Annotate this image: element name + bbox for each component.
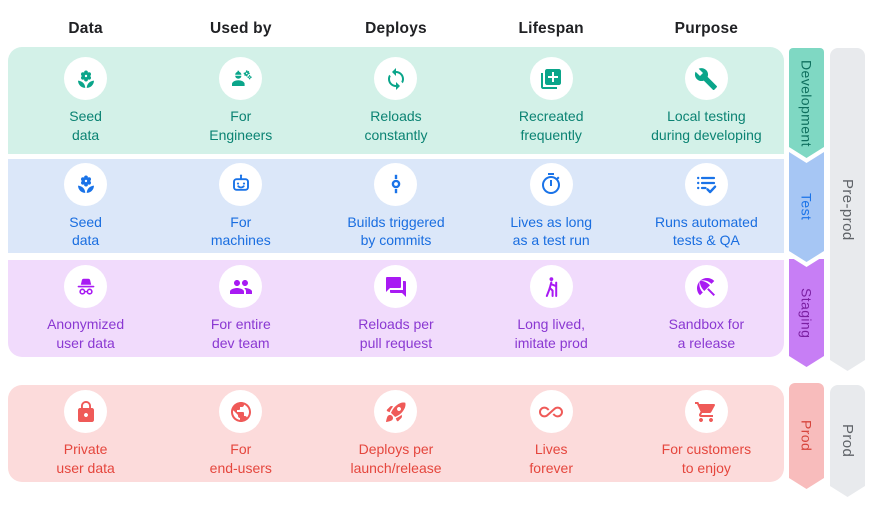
cell-staging-lifespan: Long lived, imitate prod [474, 260, 629, 357]
cell-label: Deploys per launch/release [350, 441, 442, 476]
cell-development-deploys: Reloads constantly [318, 47, 473, 154]
wrench-icon [684, 57, 728, 101]
cell-test-lifespan: Lives as long as a test run [474, 159, 629, 253]
seed-icon [64, 162, 108, 206]
cell-test-data: Seed data [8, 159, 163, 253]
library-add-icon [529, 57, 573, 101]
row-staging: Anonymized user data For entire dev team… [8, 260, 784, 357]
cell-staging-deploys: Reloads per pull request [318, 260, 473, 357]
tab-prod: Prod [789, 383, 824, 494]
cell-development-lifespan: Recreated frequently [474, 47, 629, 154]
cell-test-purpose: Runs automated tests & QA [629, 159, 784, 253]
cart-icon [684, 390, 728, 434]
seed-icon [64, 57, 108, 101]
tab-development: Development [789, 48, 824, 163]
tab-label: Development [798, 59, 815, 147]
cell-label: For Engineers [209, 108, 273, 143]
col-header-purpose: Purpose [674, 20, 739, 37]
group-label: Prod [839, 424, 856, 458]
tab-test: Test [789, 152, 824, 267]
group-prod: Prod [830, 385, 865, 497]
cell-label: Reloads per pull request [358, 316, 434, 351]
group-pre-prod: Pre-prod [830, 48, 865, 371]
timer-icon [529, 162, 573, 206]
cell-prod-lifespan: Lives forever [474, 385, 629, 482]
col-header-deploys: Deploys [365, 20, 427, 37]
tab-staging: Staging [789, 259, 824, 372]
cell-staging-used-by: For entire dev team [163, 260, 318, 357]
col-header-used-by: Used by [209, 20, 272, 37]
hiking-icon [529, 265, 573, 309]
cell-test-used-by: For machines [163, 159, 318, 253]
cell-label: Seed data [69, 108, 102, 143]
cell-label: For customers to enjoy [661, 441, 752, 476]
cell-label: Builds triggered by commits [347, 213, 445, 248]
sync-icon [374, 57, 418, 101]
forum-icon [374, 265, 418, 309]
cell-label: Recreated frequently [518, 108, 584, 143]
cell-label: Long lived, imitate prod [514, 316, 588, 351]
row-development: Seed data For Engineers Reloads constant… [8, 47, 784, 154]
cell-label: For end-users [209, 441, 272, 476]
tab-label: Prod [798, 420, 815, 452]
row-prod: Private user data For end-users Deploys … [8, 385, 784, 482]
cell-development-used-by: For Engineers [163, 47, 318, 154]
cell-label: Lives as long as a test run [510, 213, 593, 248]
cell-label: Private user data [56, 441, 115, 476]
robot-icon [219, 162, 263, 206]
lock-icon [64, 390, 108, 434]
checklist-icon [684, 162, 728, 206]
cell-test-deploys: Builds triggered by commits [318, 159, 473, 253]
group-label: Pre-prod [839, 178, 856, 241]
group-icon [219, 265, 263, 309]
cell-staging-data: Anonymized user data [8, 260, 163, 357]
cell-development-data: Seed data [8, 47, 163, 154]
cell-label: Sandbox for a release [668, 316, 745, 351]
cell-label: Anonymized user data [47, 316, 125, 351]
commit-icon [374, 162, 418, 206]
cell-label: For machines [210, 213, 271, 248]
col-header-data: Data [68, 20, 103, 37]
globe-icon [219, 390, 263, 434]
cell-label: Runs automated tests & QA [655, 213, 758, 248]
cell-prod-deploys: Deploys per launch/release [318, 385, 473, 482]
cell-label: Seed data [69, 213, 102, 248]
column-headers: Data Used by Deploys Lifespan Purpose [8, 20, 784, 38]
cell-prod-purpose: For customers to enjoy [629, 385, 784, 482]
cell-label: For entire dev team [210, 316, 271, 351]
rocket-icon [374, 390, 418, 434]
engineer-icon [219, 57, 263, 101]
cell-staging-purpose: Sandbox for a release [629, 260, 784, 357]
cell-prod-data: Private user data [8, 385, 163, 482]
cell-label: Reloads constantly [364, 108, 428, 143]
incognito-icon [64, 265, 108, 309]
tab-label: Staging [798, 287, 815, 339]
col-header-lifespan: Lifespan [518, 20, 584, 37]
row-test: Seed data For machines Builds triggered … [8, 159, 784, 253]
cell-development-purpose: Local testing during developing [629, 47, 784, 154]
cell-prod-used-by: For end-users [163, 385, 318, 482]
beach-umbrella-icon [684, 265, 728, 309]
cell-label: Lives forever [529, 441, 573, 476]
infinity-icon [529, 390, 573, 434]
cell-label: Local testing during developing [651, 108, 762, 143]
tab-label: Test [798, 193, 815, 221]
